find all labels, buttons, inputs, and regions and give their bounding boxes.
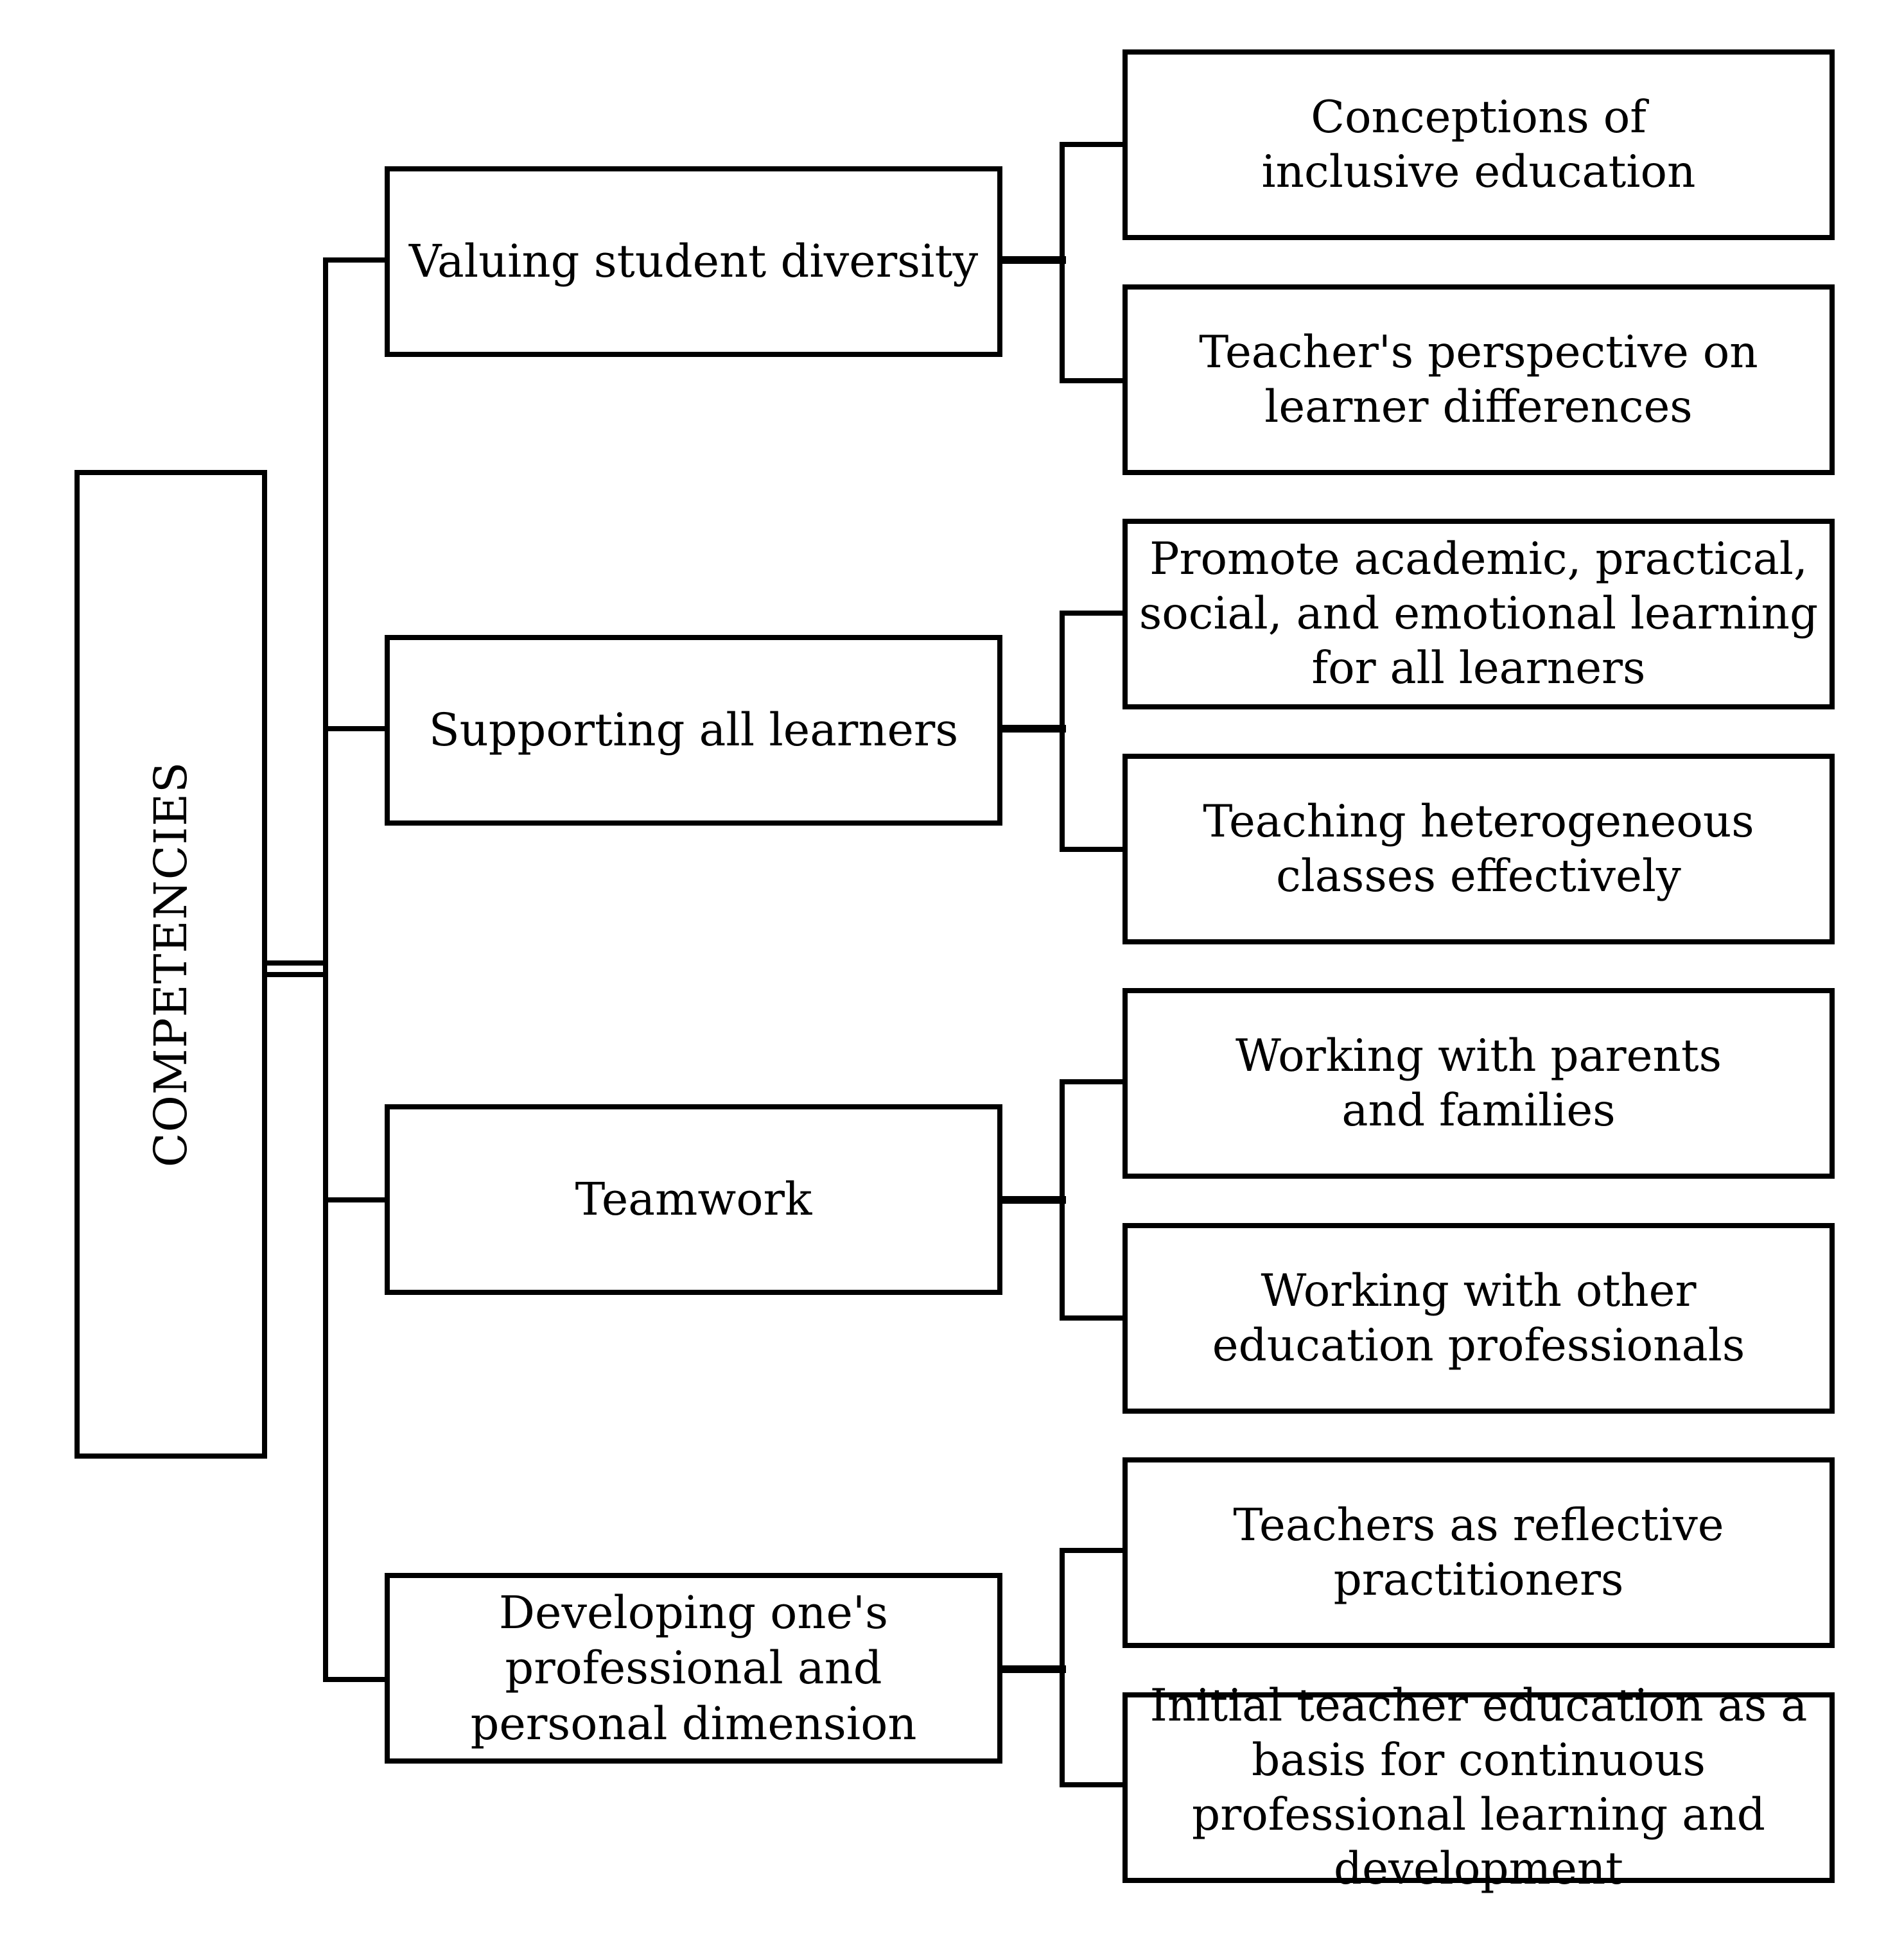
competency-label: Teamwork bbox=[575, 1173, 812, 1226]
competency-node: Valuing student diversity bbox=[385, 166, 1002, 357]
sub-competency-node: Teaching heterogeneous classes effective… bbox=[1122, 754, 1835, 944]
competency-label: Supporting all learners bbox=[428, 704, 959, 757]
competency-node: Supporting all learners bbox=[385, 635, 1002, 826]
competency-label: Developing one's professional and person… bbox=[470, 1586, 917, 1750]
sub-competency-label: Teacher's perspective on learner differe… bbox=[1199, 326, 1758, 433]
sub-competency-node: Teacher's perspective on learner differe… bbox=[1122, 284, 1835, 475]
competency-label: Valuing student diversity bbox=[408, 235, 979, 288]
sub-competency-label: Teaching heterogeneous classes effective… bbox=[1203, 795, 1754, 902]
sub-competency-label: Teachers as reflective practitioners bbox=[1233, 1499, 1724, 1606]
competency-node: Teamwork bbox=[385, 1104, 1002, 1295]
sub-competency-label: Working with other education professiona… bbox=[1212, 1265, 1745, 1371]
sub-competency-label: Promote academic, practical, social, and… bbox=[1139, 534, 1819, 694]
sub-competency-node: Promote academic, practical, social, and… bbox=[1122, 519, 1835, 709]
sub-competency-node: Conceptions of inclusive education bbox=[1122, 49, 1835, 240]
competency-node: Developing one's professional and person… bbox=[385, 1573, 1002, 1764]
sub-competency-label: Initial teacher education as a basis for… bbox=[1149, 1679, 1808, 1895]
sub-competency-node: Initial teacher education as a basis for… bbox=[1122, 1680, 1835, 1895]
root-label: COMPETENCIES bbox=[144, 761, 197, 1168]
sub-competency-node: Working with other education professiona… bbox=[1122, 1223, 1835, 1414]
sub-competency-node: Working with parents and families bbox=[1122, 988, 1835, 1179]
root-node: COMPETENCIES bbox=[74, 470, 267, 1459]
sub-competency-node: Teachers as reflective practitioners bbox=[1122, 1457, 1835, 1648]
sub-competency-label: Conceptions of inclusive education bbox=[1261, 91, 1696, 198]
sub-competency-label: Working with parents and families bbox=[1235, 1030, 1722, 1136]
